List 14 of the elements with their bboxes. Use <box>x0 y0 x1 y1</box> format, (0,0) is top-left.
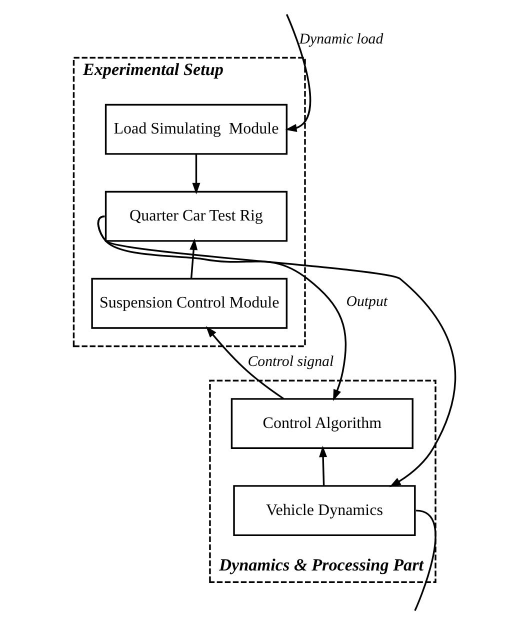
arrow <box>96 216 456 488</box>
node-box: Quarter Car Test Rig <box>104 190 288 242</box>
node-box: Vehicle Dynamics <box>232 485 416 536</box>
edge-label: Dynamic load <box>298 31 383 48</box>
edge-label: Control signal <box>247 354 334 370</box>
connector <box>414 510 436 611</box>
edge-label: Output <box>346 294 388 310</box>
arrow <box>318 446 327 486</box>
arrow <box>189 238 198 279</box>
arrow <box>284 14 310 132</box>
node-box: Load Simulating Module <box>104 104 288 155</box>
node-box: Suspension Control Module <box>90 278 288 329</box>
arrow <box>192 154 200 194</box>
node-box: Control Algorithm <box>230 398 413 450</box>
